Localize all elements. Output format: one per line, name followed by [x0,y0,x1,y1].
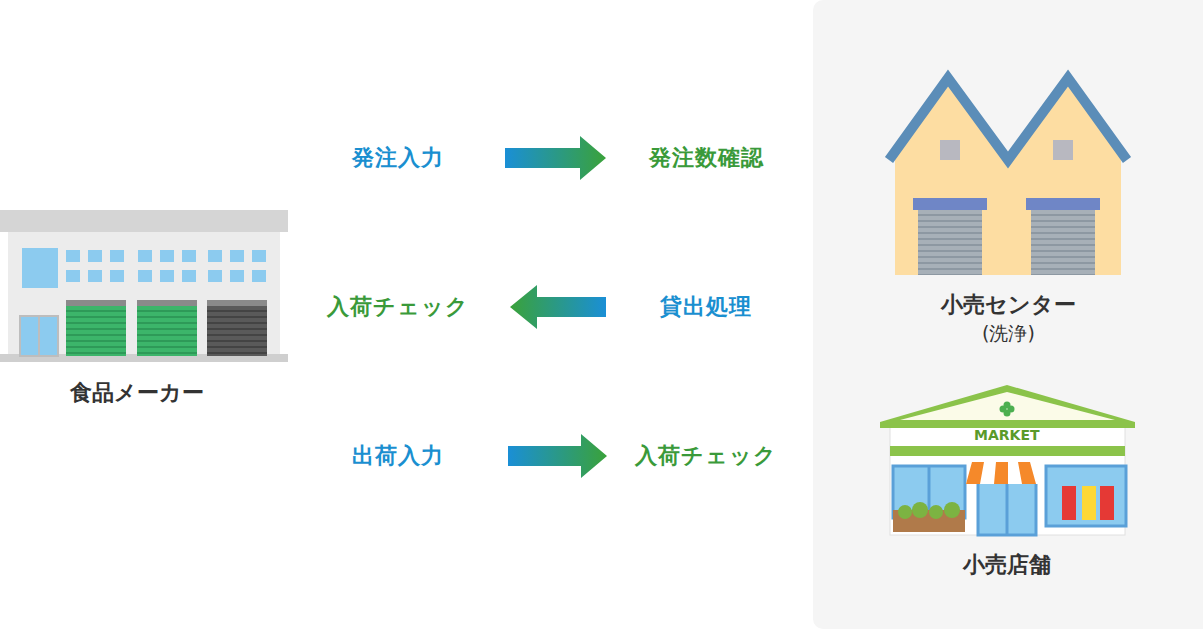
node: 小売店舗 [963,550,1051,580]
panel [813,0,1203,629]
factory-illustration [0,210,288,362]
node-label: 小売店舗 [963,550,1051,580]
step-label: 入荷チェック [635,441,777,471]
store-illustration [880,385,1135,535]
node-label: 食品メーカー [70,378,204,408]
node: 小売センター(洗浄) [941,290,1076,346]
node-label: 小売センター [941,290,1076,320]
step-label: 発注入力 [352,143,444,173]
node-sublabel: (洗浄) [941,320,1076,346]
sign-text: MARKET [974,427,1040,443]
step-label: 入荷チェック [327,292,469,322]
node: 食品メーカー [70,378,204,408]
warehouse-illustration [889,78,1127,275]
step-label: 貸出処理 [660,292,752,322]
step-label: 発注数確認 [649,143,764,173]
step-label: 出荷入力 [352,441,444,471]
flow-arrows [505,136,607,478]
